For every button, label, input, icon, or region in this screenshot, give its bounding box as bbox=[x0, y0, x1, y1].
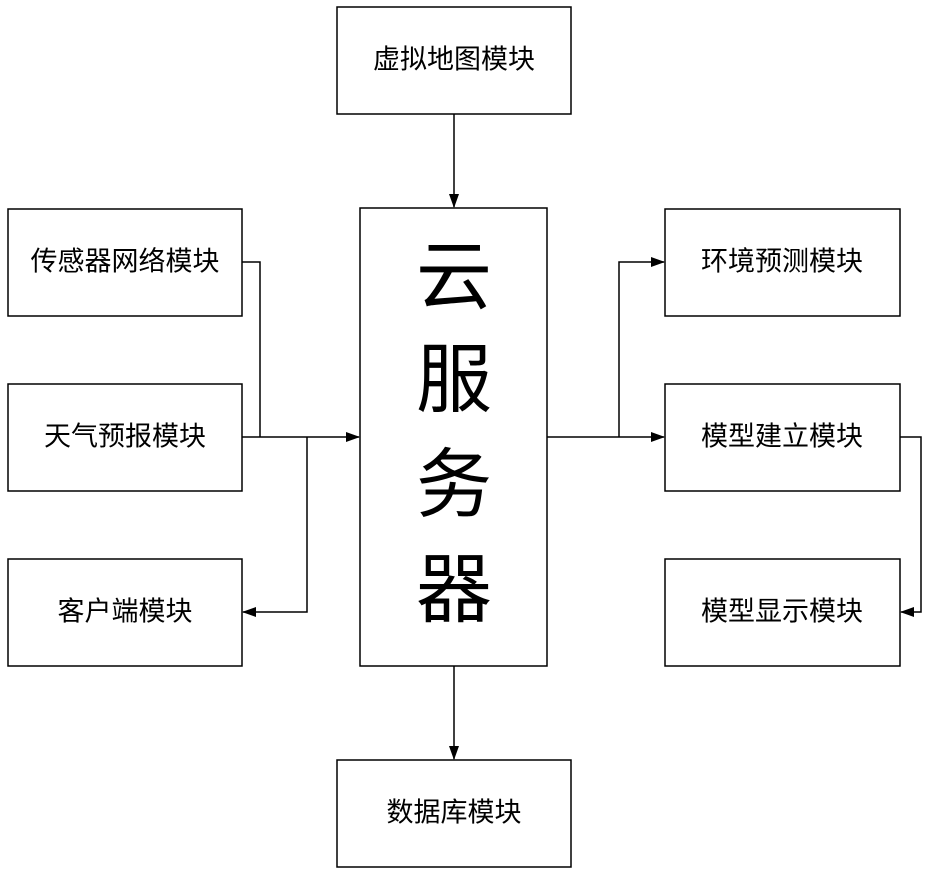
sensor-network-module-label: 传感器网络模块 bbox=[31, 247, 220, 278]
virtual-map-module-label: 虚拟地图模块 bbox=[373, 45, 535, 76]
virtual-map-module: 虚拟地图模块 bbox=[337, 7, 571, 114]
model-building-module-label: 模型建立模块 bbox=[701, 422, 863, 453]
database-module-label: 数据库模块 bbox=[387, 798, 522, 829]
cloud-server-char-1: 云 bbox=[416, 232, 492, 321]
client-module-label: 客户端模块 bbox=[58, 597, 193, 628]
model-building-module: 模型建立模块 bbox=[665, 384, 900, 491]
arrow-to-client bbox=[243, 437, 307, 612]
arrow-model-building-to-display bbox=[900, 437, 921, 612]
weather-forecast-module-label: 天气预报模块 bbox=[44, 422, 206, 453]
model-display-module: 模型显示模块 bbox=[665, 559, 900, 666]
model-display-module-label: 模型显示模块 bbox=[701, 597, 863, 628]
env-prediction-module-label: 环境预测模块 bbox=[701, 247, 863, 278]
cloud-server-char-3: 务 bbox=[416, 440, 492, 529]
cloud-server: 云 服 务 器 bbox=[360, 208, 547, 666]
client-module: 客户端模块 bbox=[8, 559, 242, 666]
weather-forecast-module: 天气预报模块 bbox=[8, 384, 242, 491]
cloud-server-char-2: 服 bbox=[416, 335, 492, 424]
line-sensor-network bbox=[242, 262, 260, 437]
arrow-to-env-prediction bbox=[619, 262, 664, 437]
cloud-server-char-4: 器 bbox=[416, 545, 492, 634]
database-module: 数据库模块 bbox=[337, 760, 571, 867]
sensor-network-module: 传感器网络模块 bbox=[8, 209, 242, 316]
env-prediction-module: 环境预测模块 bbox=[665, 209, 900, 316]
